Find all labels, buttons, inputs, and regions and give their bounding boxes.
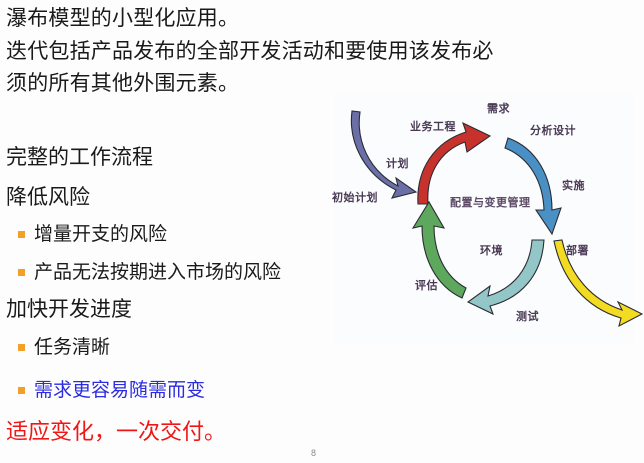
plan-arrow bbox=[350, 110, 418, 199]
bullet-item-requirement-change: 需求更容易随需而变 bbox=[18, 378, 205, 402]
heading-reduce-risk: 降低风险 bbox=[6, 185, 90, 209]
bullet-label: 任务清晰 bbox=[34, 336, 111, 358]
bullet-item-incremental-cost: 增量开支的风险 bbox=[18, 222, 167, 246]
test-arrow bbox=[466, 239, 545, 316]
deployment-arrow bbox=[553, 239, 644, 328]
diagram-label-plan: 计划 bbox=[386, 157, 409, 170]
final-emphasis-line: 适应变化，一次交付。 bbox=[6, 420, 227, 445]
diagram-label-requirements: 需求 bbox=[487, 102, 510, 115]
paragraph-line-3: 须的所有其他外围元素。 bbox=[6, 71, 240, 95]
bullet-item-market-risk: 产品无法按期进入市场的风险 bbox=[18, 260, 281, 284]
bullet-label: 产品无法按期进入市场的风险 bbox=[34, 261, 282, 283]
square-bullet-icon bbox=[18, 386, 25, 394]
diagram-label-analysis-design: 分析设计 bbox=[530, 124, 576, 137]
paragraph-line-2: 迭代包括产品发布的全部开发活动和要使用该发布必 bbox=[6, 39, 494, 63]
diagram-label-implementation: 实施 bbox=[562, 179, 585, 192]
square-bullet-icon bbox=[18, 230, 25, 238]
evaluation-arrow bbox=[411, 200, 467, 299]
diagram-label-configuration-change-management: 配置与变更管理 bbox=[450, 196, 531, 209]
square-bullet-icon bbox=[18, 343, 25, 351]
diagram-label-evaluation: 评估 bbox=[415, 279, 438, 292]
requirements-arrow bbox=[417, 121, 492, 205]
diagram-label-environment: 环境 bbox=[480, 244, 503, 257]
bullet-item-clear-tasks: 任务清晰 bbox=[18, 335, 110, 359]
diagram-label-business-engineering: 业务工程 bbox=[410, 120, 456, 133]
heading-speed-up-development: 加快开发进度 bbox=[6, 297, 132, 321]
paragraph-line-1: 瀑布模型的小型化应用。 bbox=[6, 6, 240, 30]
bullet-label: 增量开支的风险 bbox=[34, 223, 168, 245]
diagram-label-test: 测试 bbox=[516, 310, 539, 323]
diagram-label-deployment: 部署 bbox=[566, 244, 589, 257]
analysis-design-arrow bbox=[504, 137, 562, 236]
iterative-lifecycle-diagram: 需求 业务工程 分析设计 计划 初始计划 实施 配置与变更管理 部署 环境 评估… bbox=[330, 92, 644, 344]
heading-complete-workflow: 完整的工作流程 bbox=[6, 145, 153, 169]
square-bullet-icon bbox=[18, 268, 25, 276]
page-number: 8 bbox=[311, 448, 317, 458]
diagram-label-initial-plan: 初始计划 bbox=[332, 191, 378, 204]
bullet-label-highlighted: 需求更容易随需而变 bbox=[34, 379, 206, 401]
diagram-arrows-svg bbox=[350, 110, 644, 328]
